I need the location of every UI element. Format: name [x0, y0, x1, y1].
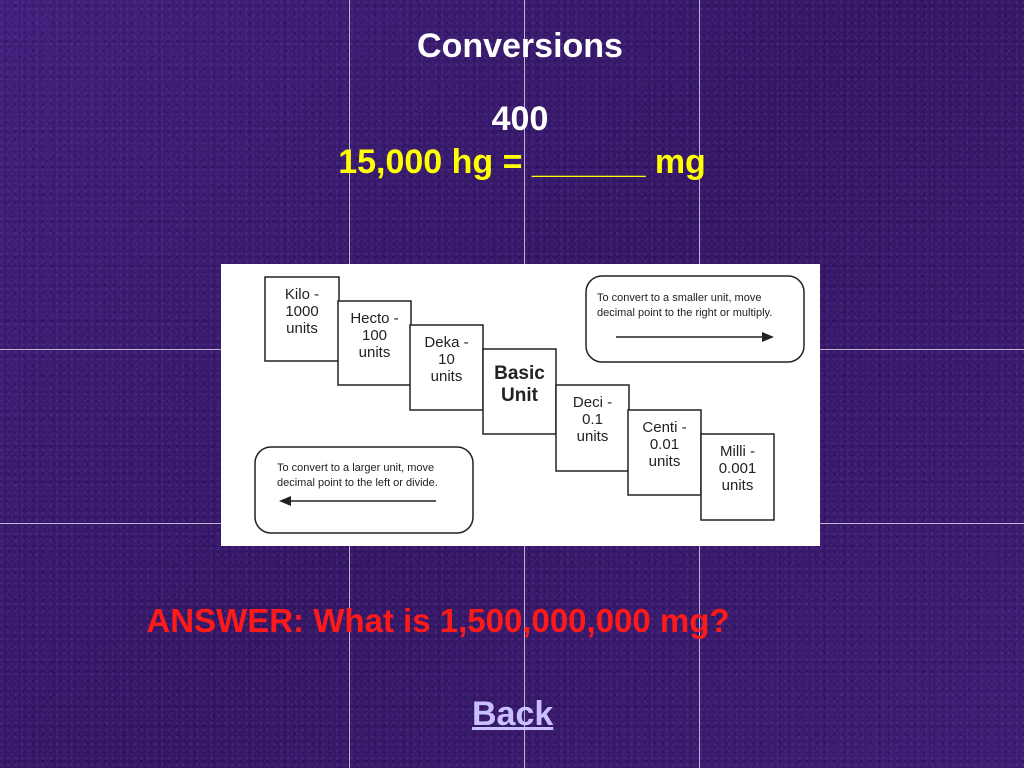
- smaller-note-line-2: decimal point to the right or multiply.: [597, 307, 772, 319]
- unit-label: units: [649, 453, 681, 470]
- larger-unit-note-box: [254, 446, 474, 534]
- unit-label: units: [359, 344, 391, 361]
- arrow-right-icon: [616, 332, 774, 342]
- question-text: 15,000 hg = ______ mg: [338, 143, 706, 181]
- unit-label: units: [577, 428, 609, 445]
- unit-box: [555, 384, 630, 472]
- smaller-note-line-1: To convert to a smaller unit, move: [597, 292, 761, 304]
- unit-label: 10: [438, 351, 455, 368]
- back-link[interactable]: Back: [472, 695, 554, 733]
- unit-label: 0.001: [719, 460, 757, 477]
- category-title: Conversions: [417, 27, 623, 65]
- smaller-unit-note-box: [585, 275, 805, 363]
- larger-note-line-1: To convert to a larger unit, move: [277, 462, 434, 474]
- unit-box: [700, 433, 775, 521]
- unit-label: units: [431, 368, 463, 385]
- unit-label: Kilo -: [285, 286, 319, 303]
- unit-label: Deci -: [573, 394, 612, 411]
- unit-label: Unit: [501, 385, 539, 406]
- unit-label: units: [286, 320, 318, 337]
- unit-label: units: [722, 477, 754, 494]
- unit-label: Hecto -: [350, 310, 398, 327]
- unit-label: 0.01: [650, 436, 679, 453]
- arrow-left-icon: [279, 496, 436, 506]
- unit-label: Basic: [494, 363, 545, 384]
- unit-box: [337, 300, 412, 386]
- unit-label: 100: [362, 327, 387, 344]
- point-value: 400: [491, 100, 549, 138]
- answer-text: ANSWER: What is 1,500,000,000 mg?: [146, 602, 730, 639]
- unit-label: Milli -: [720, 443, 755, 460]
- larger-note-line-2: decimal point to the left or divide.: [277, 477, 438, 489]
- unit-label: Centi -: [642, 419, 686, 436]
- unit-label: 1000: [285, 303, 318, 320]
- unit-label: 0.1: [582, 411, 603, 428]
- unit-label: Deka -: [424, 334, 468, 351]
- unit-box: [627, 409, 702, 496]
